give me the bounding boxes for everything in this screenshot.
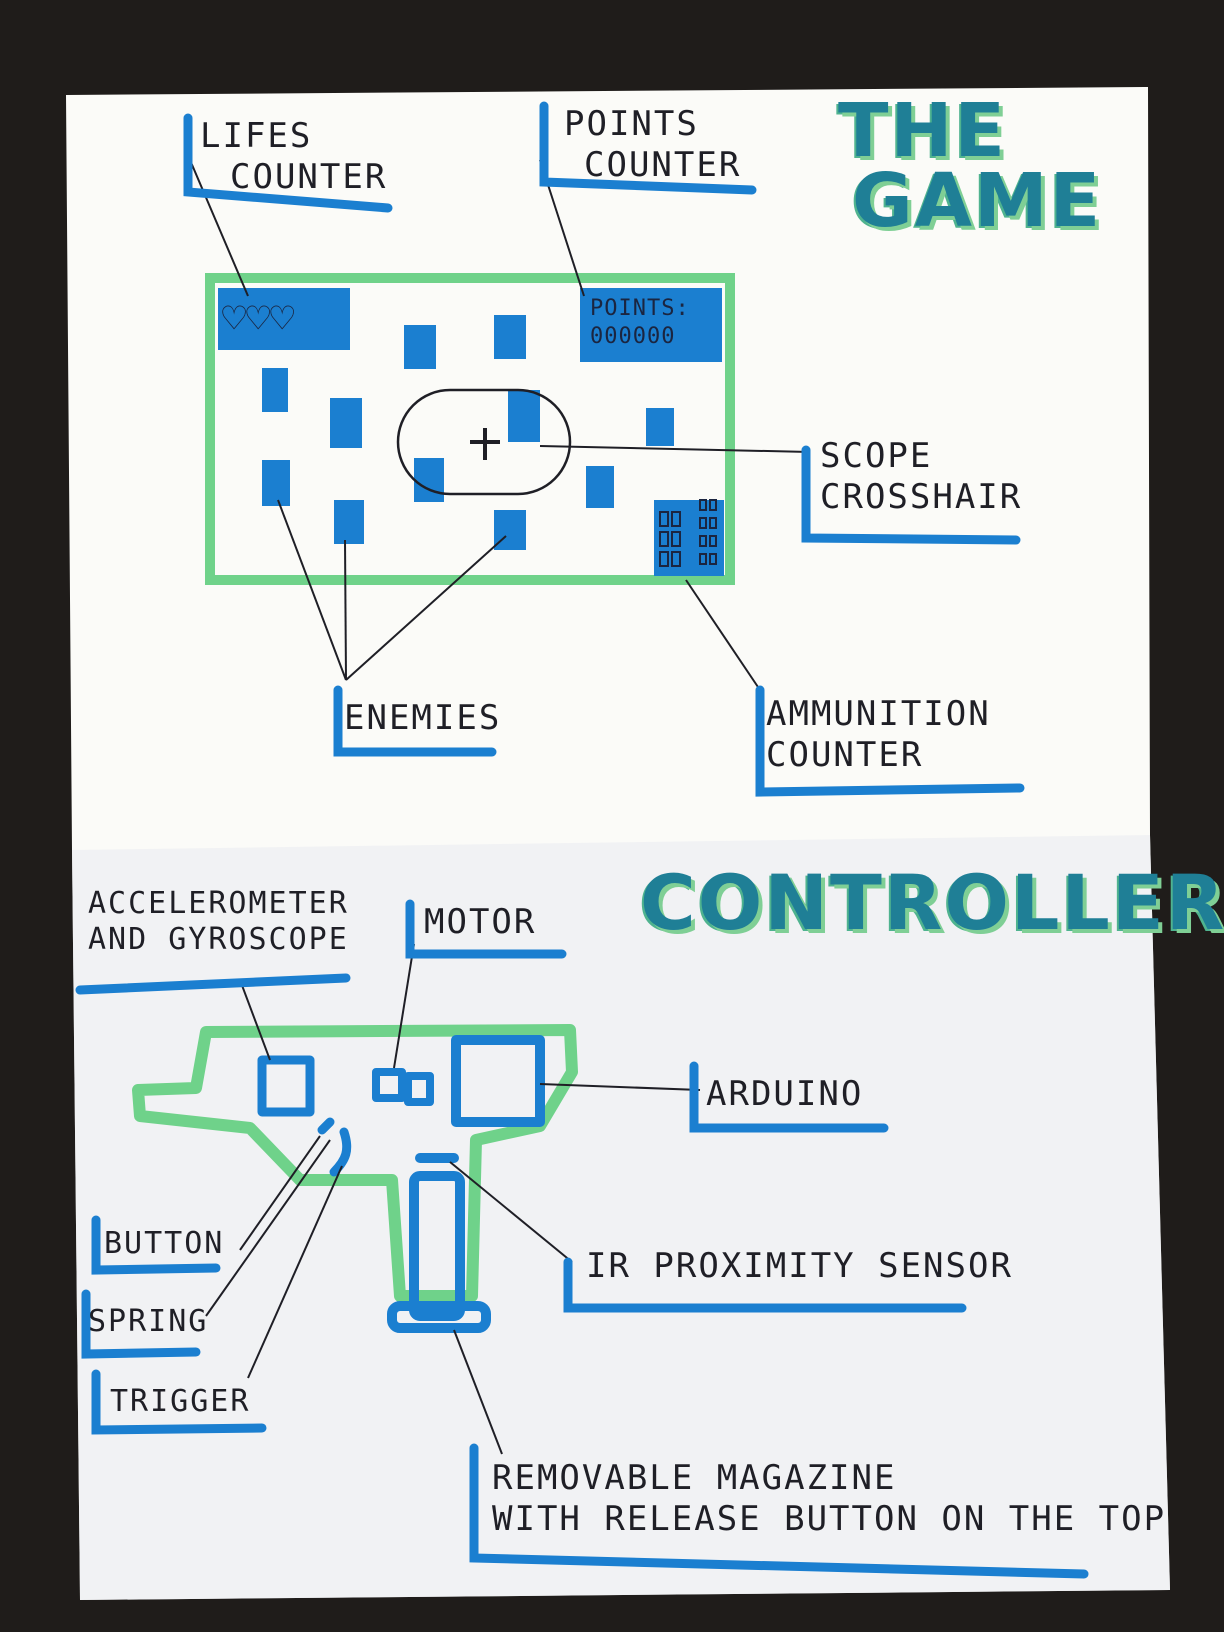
enemy [646, 408, 674, 446]
points-value: 000000 [590, 324, 676, 349]
accelerometer-label-line2: AND GYROSCOPE [88, 922, 349, 957]
points-counter-label-line1: POINTS [564, 104, 699, 144]
enemy [334, 500, 364, 544]
title-the: THE [838, 88, 1007, 174]
spring-label: SPRING [88, 1304, 209, 1339]
lifes-counter-label-line2: COUNTER [230, 156, 388, 197]
magazine-label-line1: REMOVABLE MAGAZINE [492, 1458, 897, 1498]
enemy [404, 325, 436, 369]
trigger-label: TRIGGER [110, 1384, 251, 1419]
motor-box [372, 1068, 406, 1102]
controller-body [132, 1024, 578, 1333]
points-caption: POINTS: [590, 296, 690, 321]
arduino-box [451, 1035, 545, 1127]
points-panel [580, 288, 722, 362]
points-counter-label: POINTS COUNTER [564, 104, 741, 186]
controller-leader-lines [205, 943, 701, 1455]
game-leader-lines [189, 159, 811, 691]
lifes-counter-label: LIFES COUNTER [200, 116, 387, 198]
motor-label: MOTOR [424, 902, 537, 942]
lives-hearts: ♡♡♡ [222, 296, 295, 342]
lifes-counter-label-line1: LIFES [200, 116, 313, 156]
ammunition-counter-label: AMMUNITION COUNTER [766, 694, 991, 776]
scope-crosshair-label-line2: CROSSHAIR [820, 476, 1023, 517]
ammo-bullets [659, 499, 717, 567]
magazine-label-line2: WITH RELEASE BUTTON ON THE TOP [492, 1498, 1167, 1539]
arduino-label: ARDUINO [706, 1074, 864, 1114]
title-controller: CONTROLLER [640, 858, 1224, 947]
enemy [494, 510, 526, 550]
enemies [262, 315, 674, 550]
controller-label-brackets [75, 899, 1089, 1579]
enemy [414, 458, 444, 502]
ammunition-counter-label-line1: AMMUNITION [766, 694, 991, 734]
ir-proximity-sensor-label: IR PROXIMITY SENSOR [586, 1246, 1013, 1286]
enemy [262, 460, 290, 506]
scope-crosshair-label: SCOPE CROSSHAIR [820, 436, 1022, 518]
removable-magazine-label: REMOVABLE MAGAZINE WITH RELEASE BUTTON O… [492, 1458, 1166, 1540]
enemy [330, 398, 362, 448]
title-the-game: THE GAME [838, 88, 1103, 245]
title-game: GAME [852, 158, 1103, 245]
accelerometer-gyroscope-label: ACCELEROMETER AND GYROSCOPE [88, 886, 349, 958]
points-counter-label-line2: COUNTER [584, 144, 742, 185]
enemy [586, 466, 614, 508]
trigger-mechanism [317, 1117, 352, 1177]
enemy [508, 390, 540, 442]
magazine [409, 1171, 465, 1321]
scope-crosshair [396, 388, 572, 496]
enemies-label: ENEMIES [344, 698, 502, 738]
game-label-brackets [183, 101, 1025, 797]
ammunition-counter-label-line2: COUNTER [766, 734, 924, 775]
accelerometer-label-line1: ACCELEROMETER [88, 886, 349, 921]
lives-panel [218, 288, 350, 350]
enemy [262, 368, 288, 412]
game-screen [205, 273, 735, 585]
scope-crosshair-label-line1: SCOPE [820, 436, 933, 476]
accelerometer-box [257, 1055, 315, 1117]
button-label: BUTTON [104, 1226, 225, 1261]
enemy [494, 315, 526, 359]
